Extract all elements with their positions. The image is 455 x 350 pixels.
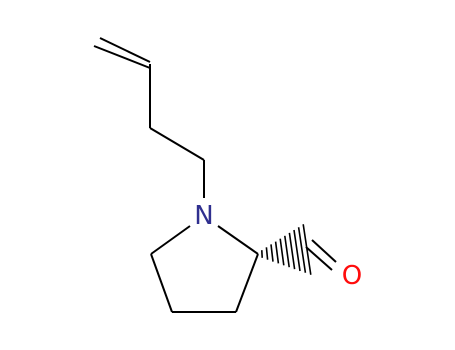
bond-cho-double-inner <box>305 246 333 271</box>
bond-c2ring-c3ring <box>235 253 259 313</box>
bond-c5ring-n <box>150 225 191 255</box>
bond-cho-double-outer <box>311 239 337 263</box>
oxygen-atom-label: O <box>342 261 362 291</box>
bond-c2-c1 <box>149 127 205 161</box>
nitrogen-atom-label: N <box>194 201 213 231</box>
bond-c4-c3-double-outer <box>93 45 151 69</box>
hashed-wedge-bond <box>261 224 312 275</box>
bond-n-c2ring <box>217 225 259 255</box>
bond-c4-c3-double-inner <box>99 37 151 63</box>
bond-c4ring-c5ring <box>150 253 173 313</box>
